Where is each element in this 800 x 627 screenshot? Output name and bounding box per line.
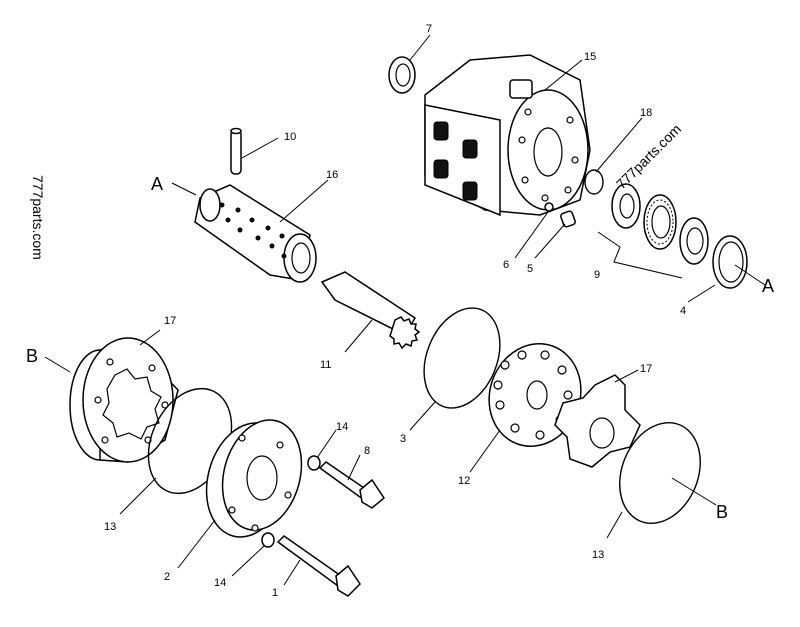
callout-numbers: 7 15 18 6 5 9 4 10 16 11 3 12 17 13 17 1… — [104, 23, 686, 599]
end-cap-part-2 — [205, 419, 303, 538]
callout-14-lower: 14 — [214, 577, 226, 589]
washer-part-14-lower — [261, 532, 275, 548]
callout-1: 1 — [272, 587, 278, 599]
seal-part-7 — [388, 56, 416, 94]
callout-16: 16 — [326, 169, 338, 181]
callout-17-left: 17 — [164, 315, 176, 327]
o-ring-part-13-right — [619, 422, 701, 524]
gerotor-star-part-17 — [554, 374, 641, 468]
watermark-left: 777parts.com — [30, 175, 46, 260]
bolt-part-8 — [318, 461, 385, 509]
callout-12: 12 — [458, 475, 470, 487]
bearing-set-part-9 — [611, 183, 709, 265]
callout-15: 15 — [584, 51, 596, 63]
callout-3: 3 — [400, 433, 406, 445]
connection-letters: A A B B — [26, 174, 774, 522]
gerotor-housing-part-17 — [69, 337, 179, 463]
callout-13-left: 13 — [104, 521, 116, 533]
callout-7: 7 — [426, 23, 432, 35]
leader-lines — [44, 34, 766, 586]
callout-17-right: 17 — [640, 363, 652, 375]
o-ring-part-18 — [584, 169, 604, 195]
letter-a-left: A — [151, 174, 163, 194]
plug-part-5 — [560, 210, 576, 228]
callout-8: 8 — [364, 445, 370, 457]
callout-2: 2 — [164, 571, 170, 583]
callout-11: 11 — [320, 359, 331, 371]
callout-14-upper: 14 — [336, 421, 348, 433]
letter-b-left: B — [26, 346, 38, 366]
callout-5: 5 — [527, 263, 533, 275]
housing-part-15 — [424, 54, 591, 217]
watermark-center: 777parts.com — [613, 121, 684, 192]
callout-4: 4 — [680, 305, 686, 317]
callout-13-right: 13 — [592, 549, 604, 561]
pin-part-10 — [230, 127, 242, 175]
callout-6: 6 — [503, 259, 509, 271]
washer-part-14-upper — [307, 455, 321, 471]
ball-part-6 — [544, 202, 554, 212]
bolt-part-1 — [276, 535, 361, 597]
o-ring-part-3 — [423, 307, 501, 409]
callout-10: 10 — [284, 131, 296, 143]
letter-b-right: B — [716, 502, 728, 522]
spool-part-16 — [194, 184, 317, 283]
drive-shaft-part-11 — [320, 271, 421, 350]
retaining-ring-part-4 — [712, 235, 748, 289]
letter-a-right: A — [762, 276, 774, 296]
callout-18: 18 — [640, 107, 652, 119]
callout-9: 9 — [594, 269, 600, 281]
